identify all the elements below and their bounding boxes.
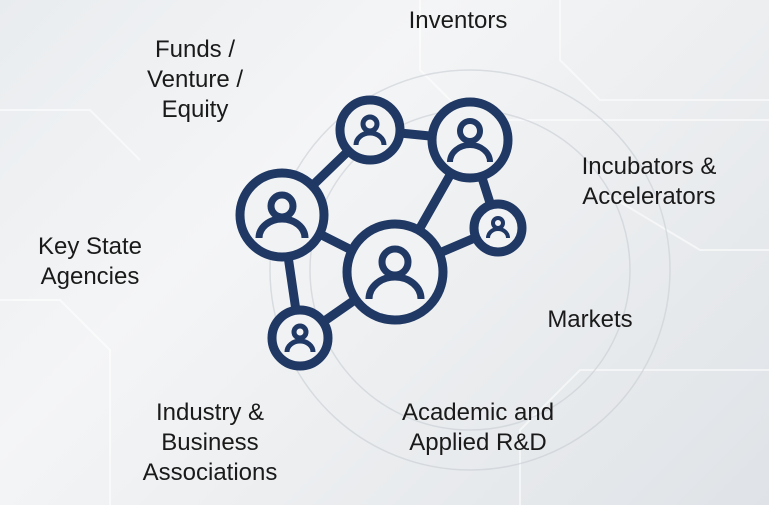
person-icon — [365, 245, 425, 300]
label-markets: Markets — [547, 306, 633, 333]
label-funds-venture-equity: Funds / Venture / Equity — [146, 36, 244, 123]
person-icon — [255, 191, 309, 239]
person-icon — [447, 118, 493, 163]
label-key-state-agencies: Key State Agencies — [37, 233, 143, 290]
label-academic-applied-rd: Academic and Applied R&D — [401, 399, 555, 456]
label-inventors: Inventors — [408, 7, 508, 34]
label-industry-business-associations: Industry & Business Associations — [142, 399, 278, 486]
label-incubators-accelerators: Incubators & Accelerators — [581, 153, 717, 210]
person-icon — [284, 323, 316, 353]
person-icon — [353, 114, 387, 146]
person-icon — [486, 216, 510, 239]
